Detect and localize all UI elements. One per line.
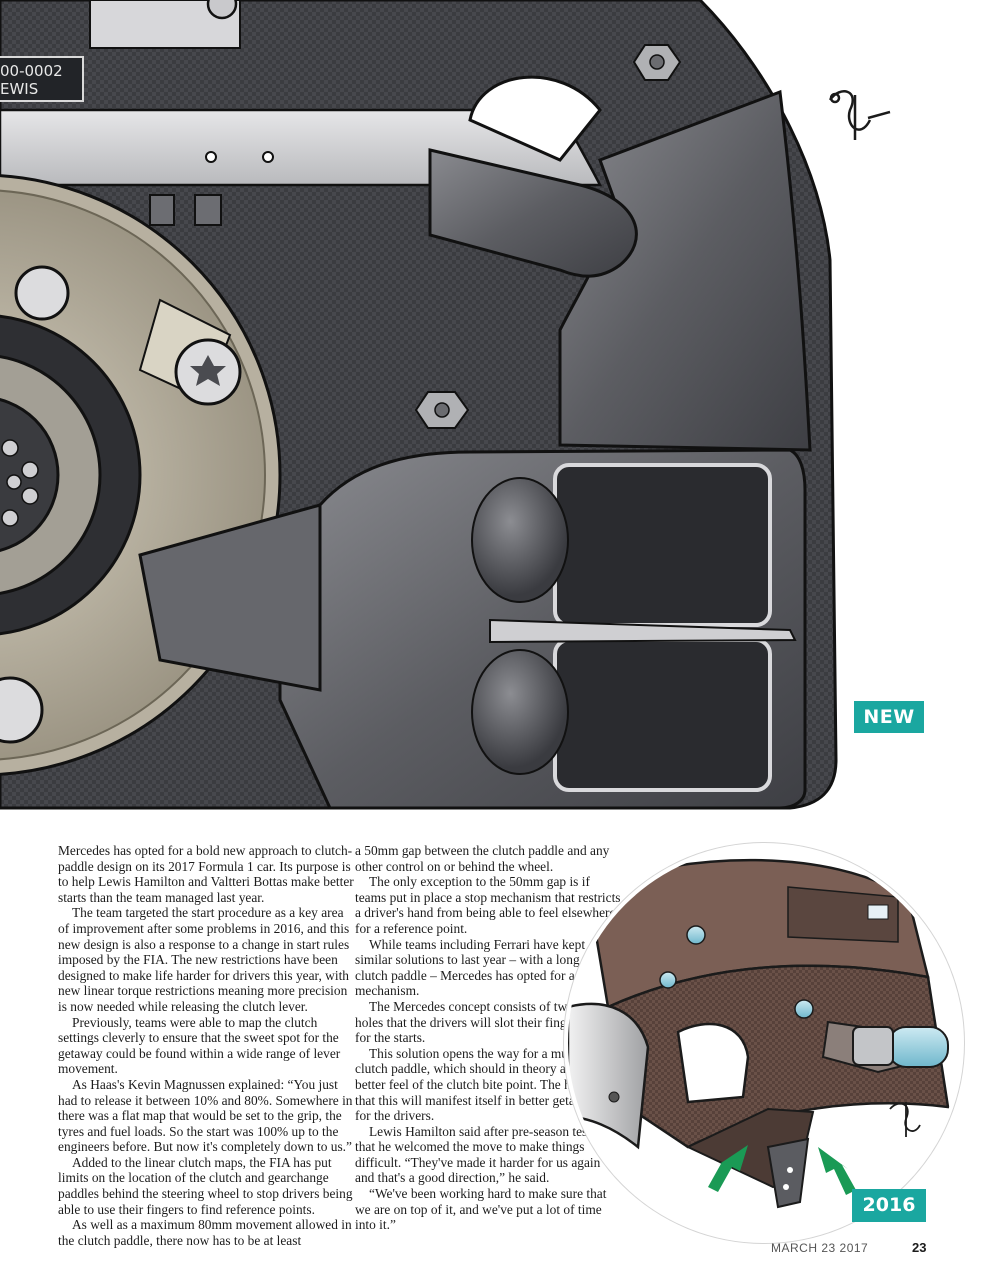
page-number: 23	[912, 1240, 927, 1255]
paragraph: “We've been working hard to make sure th…	[355, 1186, 607, 1233]
driver-name-plate: 00-0002 EWIS	[0, 56, 84, 102]
paragraph: While teams including Ferrari have kept …	[355, 936, 620, 999]
new-label-badge: NEW	[854, 701, 924, 733]
artist-signature-icon	[889, 1102, 921, 1137]
issue-date: MARCH 23 2017	[771, 1241, 869, 1255]
old-clutch-paddle-drawing	[568, 847, 960, 1239]
paragraph: As Haas's Kevin Magnussen explained: “Yo…	[58, 1076, 353, 1155]
article-column-2: a 50mm gap between the clutch paddle and…	[355, 843, 621, 1233]
illustration-new-clutch-paddle: 00-0002 EWIS NEW	[0, 0, 924, 810]
paragraph: Previously, teams were able to map the c…	[58, 1014, 341, 1077]
plate-name: EWIS	[0, 80, 39, 98]
paragraph: The only exception to the 50mm gap is if…	[355, 874, 621, 936]
green-arrow-icon	[708, 1145, 856, 1195]
paragraph: This solution opens the way for a much l…	[355, 1045, 618, 1124]
plate-number: 00-0002	[0, 62, 63, 80]
steering-wheel-drawing	[0, 0, 891, 810]
paragraph: Mercedes has opted for a bold new approa…	[58, 843, 354, 905]
artist-signature-icon	[828, 90, 891, 140]
paragraph: The team targeted the start procedure as…	[58, 905, 350, 1014]
paragraph: a 50mm gap between the clutch paddle and…	[355, 843, 610, 874]
illustration-2016-inset	[564, 843, 964, 1243]
paragraph: As well as a maximum 80mm movement allow…	[58, 1217, 352, 1248]
article-column-1: Mercedes has opted for a bold new approa…	[58, 843, 356, 1248]
paragraph: Added to the linear clutch maps, the FIA…	[58, 1154, 353, 1217]
paragraph: Lewis Hamilton said after pre-season tes…	[355, 1123, 609, 1186]
paragraph: The Mercedes concept consists of two lon…	[355, 998, 607, 1046]
2016-label-badge: 2016	[852, 1189, 926, 1222]
